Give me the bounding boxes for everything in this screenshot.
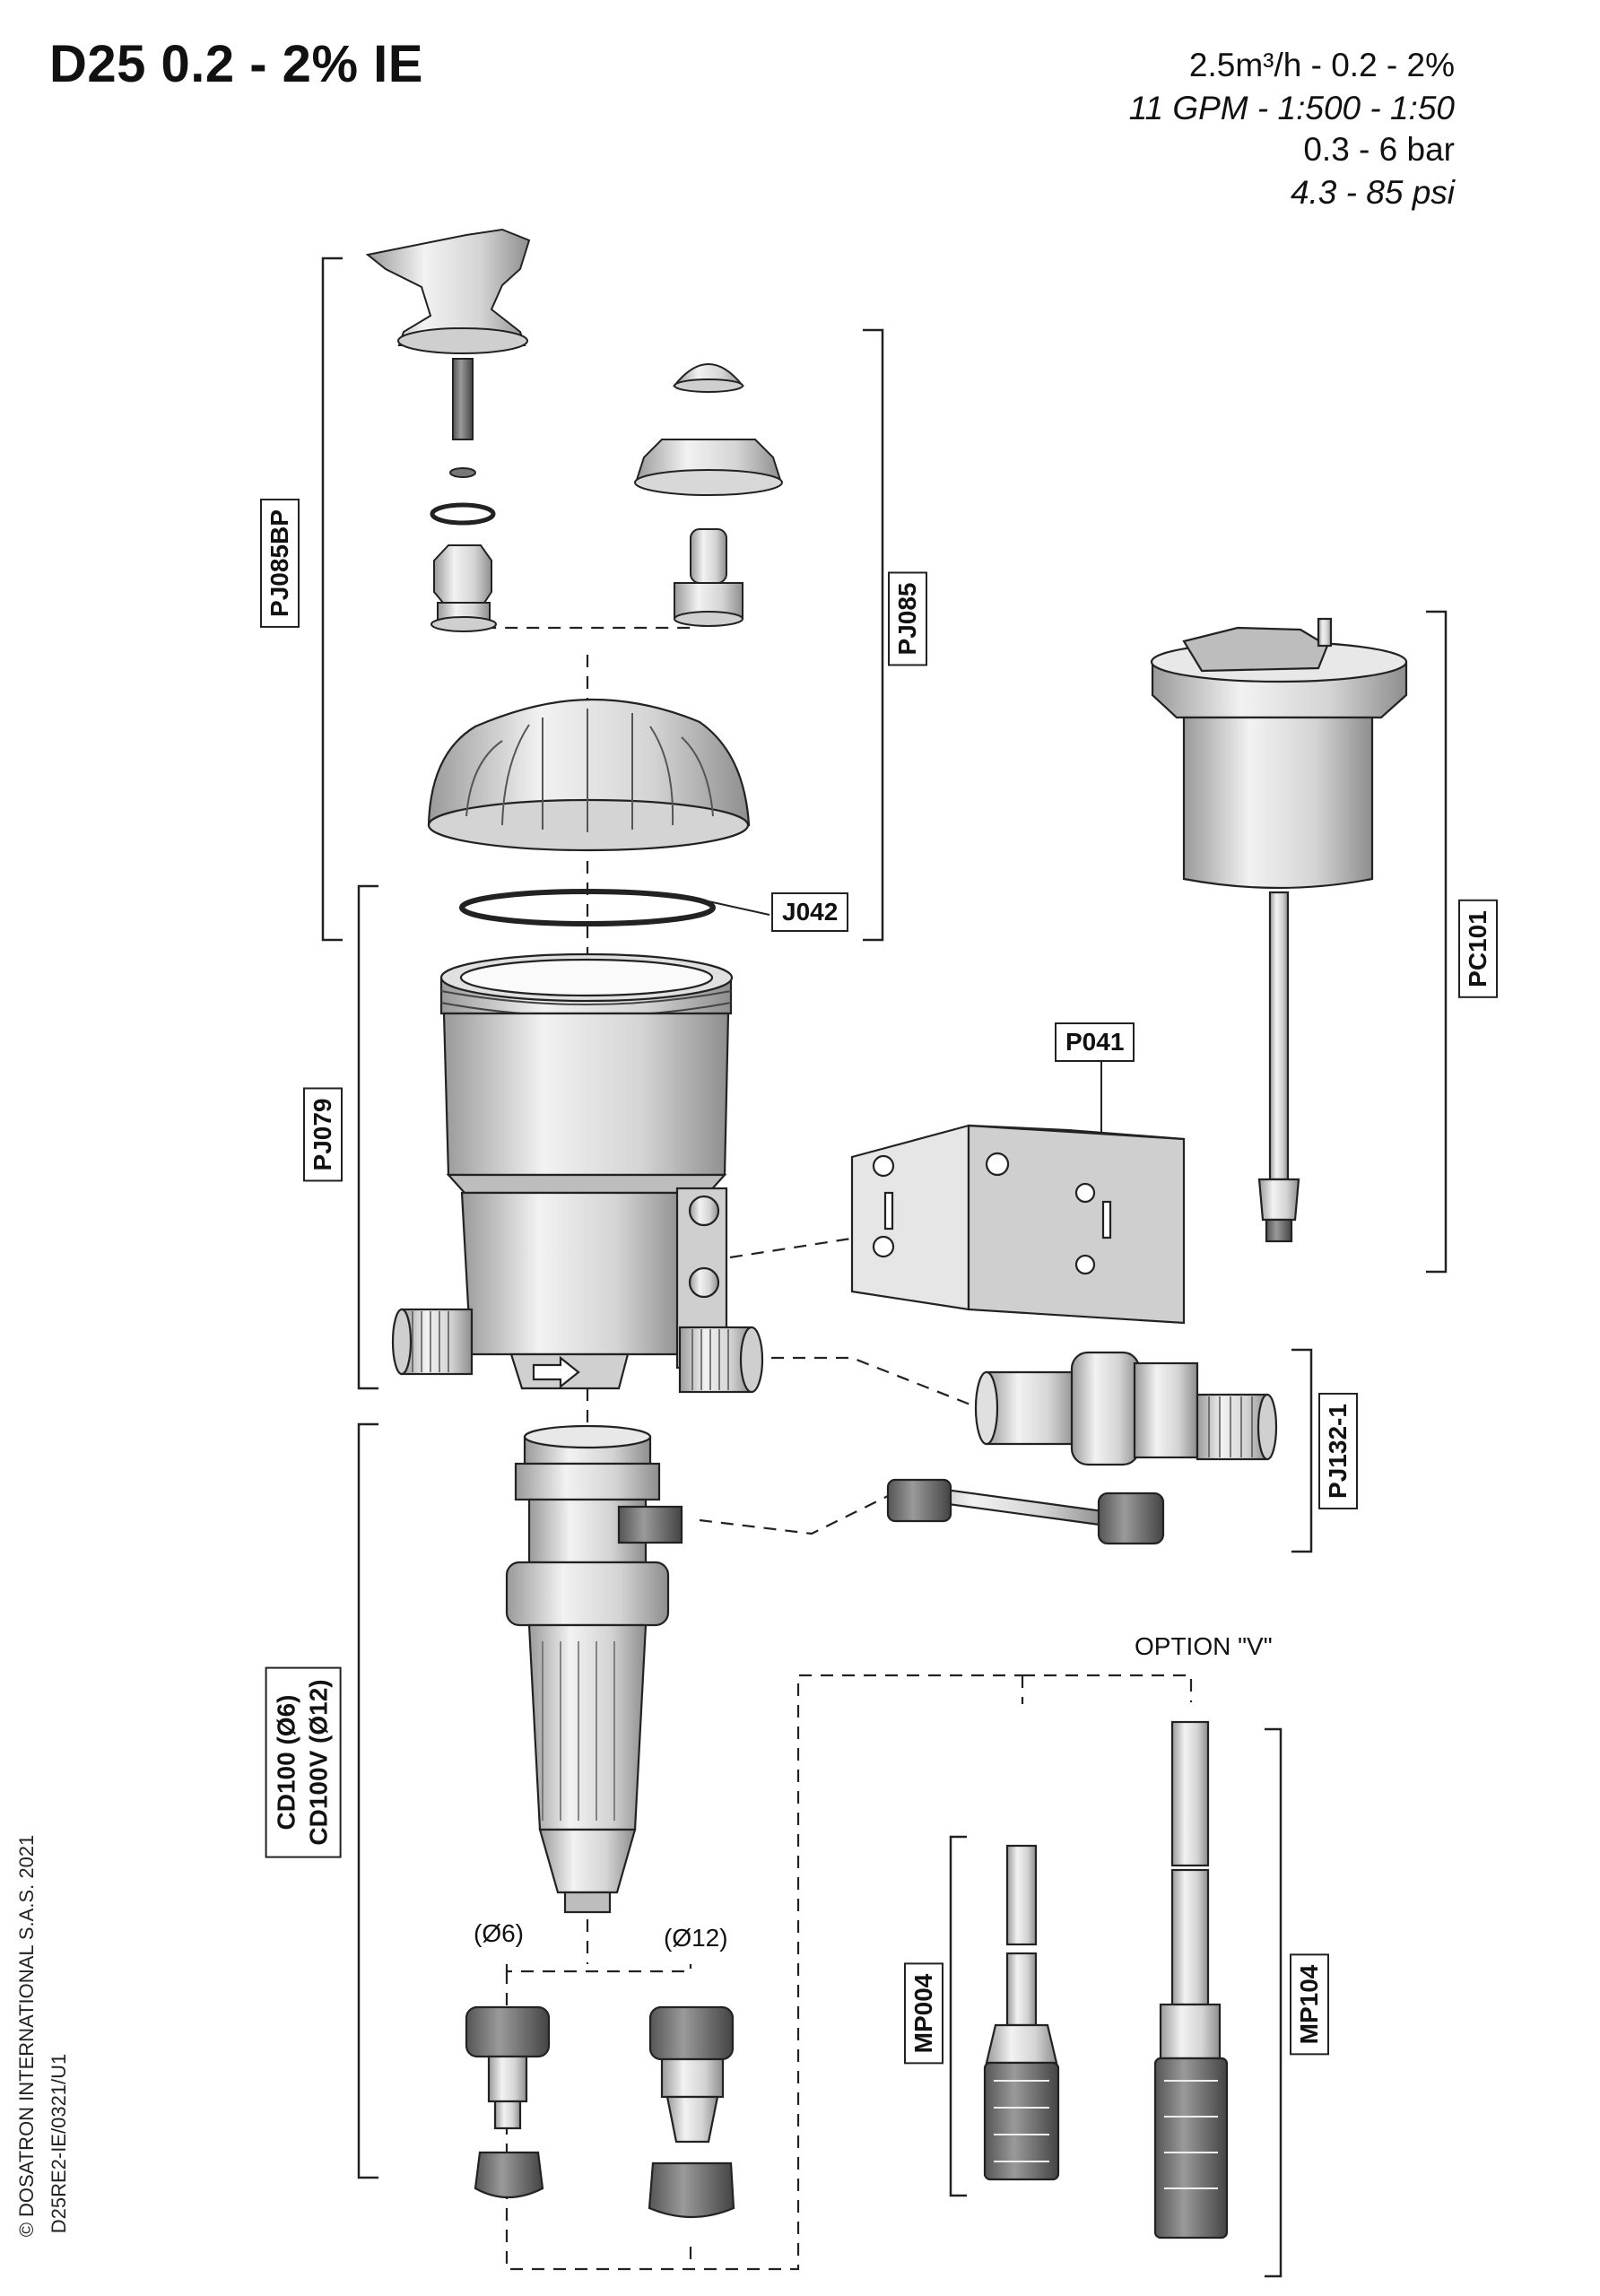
part-pj132-1-injector — [886, 1351, 1278, 1545]
spec-pressure-imperial: 4.3 - 85 psi — [1290, 174, 1455, 211]
part-top-cap — [427, 698, 751, 852]
label-pj079: PJ079 — [303, 1087, 343, 1182]
bracket-mp004 — [949, 1835, 967, 2197]
label-cd100-group: CD100 (Ø6) CD100V (Ø12) — [265, 1666, 342, 1858]
label-cd100: CD100 (Ø6) — [272, 1694, 300, 1831]
part-pj085-assembly — [634, 363, 783, 627]
label-pj085: PJ085 — [888, 571, 927, 666]
bracket-pj085bp — [321, 257, 343, 942]
spec-pressure-metric: 0.3 - 6 bar — [1303, 131, 1455, 168]
label-mp004: MP004 — [904, 1962, 943, 2065]
label-cd100v: CD100V (Ø12) — [305, 1679, 333, 1846]
part-j042-oring — [459, 889, 716, 926]
label-p041: P041 — [1055, 1022, 1135, 1062]
spec-flow-metric: 2.5m³/h - 0.2 - 2% — [1188, 47, 1455, 83]
part-fittings — [465, 2005, 735, 2219]
group-brackets — [321, 257, 1448, 2278]
label-mp104: MP104 — [1290, 1953, 1329, 2056]
annotation-dia-6: (Ø6) — [474, 1919, 524, 1947]
bracket-cd100 — [357, 1422, 378, 2179]
annotation-option-v: OPTION "V" — [1135, 1632, 1273, 1660]
bracket-mp104 — [1265, 1727, 1283, 2278]
bracket-pj079 — [357, 884, 378, 1390]
label-j042: J042 — [771, 892, 849, 932]
part-pc101-piston — [1150, 617, 1408, 1243]
part-mp104-suction-tube — [1153, 1720, 1229, 2239]
bracket-pj132-1 — [1291, 1348, 1313, 1553]
bracket-pc101 — [1426, 610, 1448, 1274]
part-pj085bp-assembly — [365, 228, 531, 632]
label-pj132-1: PJ132-1 — [1318, 1393, 1358, 1509]
footer-copyright: © DOSATRON INTERNATIONAL S.A.S. 2021 — [15, 1834, 38, 2238]
bracket-pj085 — [863, 328, 884, 942]
part-p041-wall-bracket — [850, 1124, 1186, 1325]
label-pc101: PC101 — [1458, 900, 1498, 998]
part-cd100-dosing-unit — [505, 1424, 683, 1914]
annotation-dia-12: (Ø12) — [664, 1924, 728, 1952]
part-pj079-body — [391, 952, 764, 1394]
page-title: D25 0.2 - 2% IE — [49, 35, 423, 93]
leader-lines — [708, 900, 1102, 1141]
footer-doc-ref: D25RE2-IE/0321/U1 — [48, 2053, 70, 2234]
spec-flow-imperial: 11 GPM - 1:500 - 1:50 — [1128, 90, 1455, 126]
label-pj085bp: PJ085BP — [260, 499, 300, 628]
part-mp004-suction-tube — [983, 1844, 1060, 2181]
